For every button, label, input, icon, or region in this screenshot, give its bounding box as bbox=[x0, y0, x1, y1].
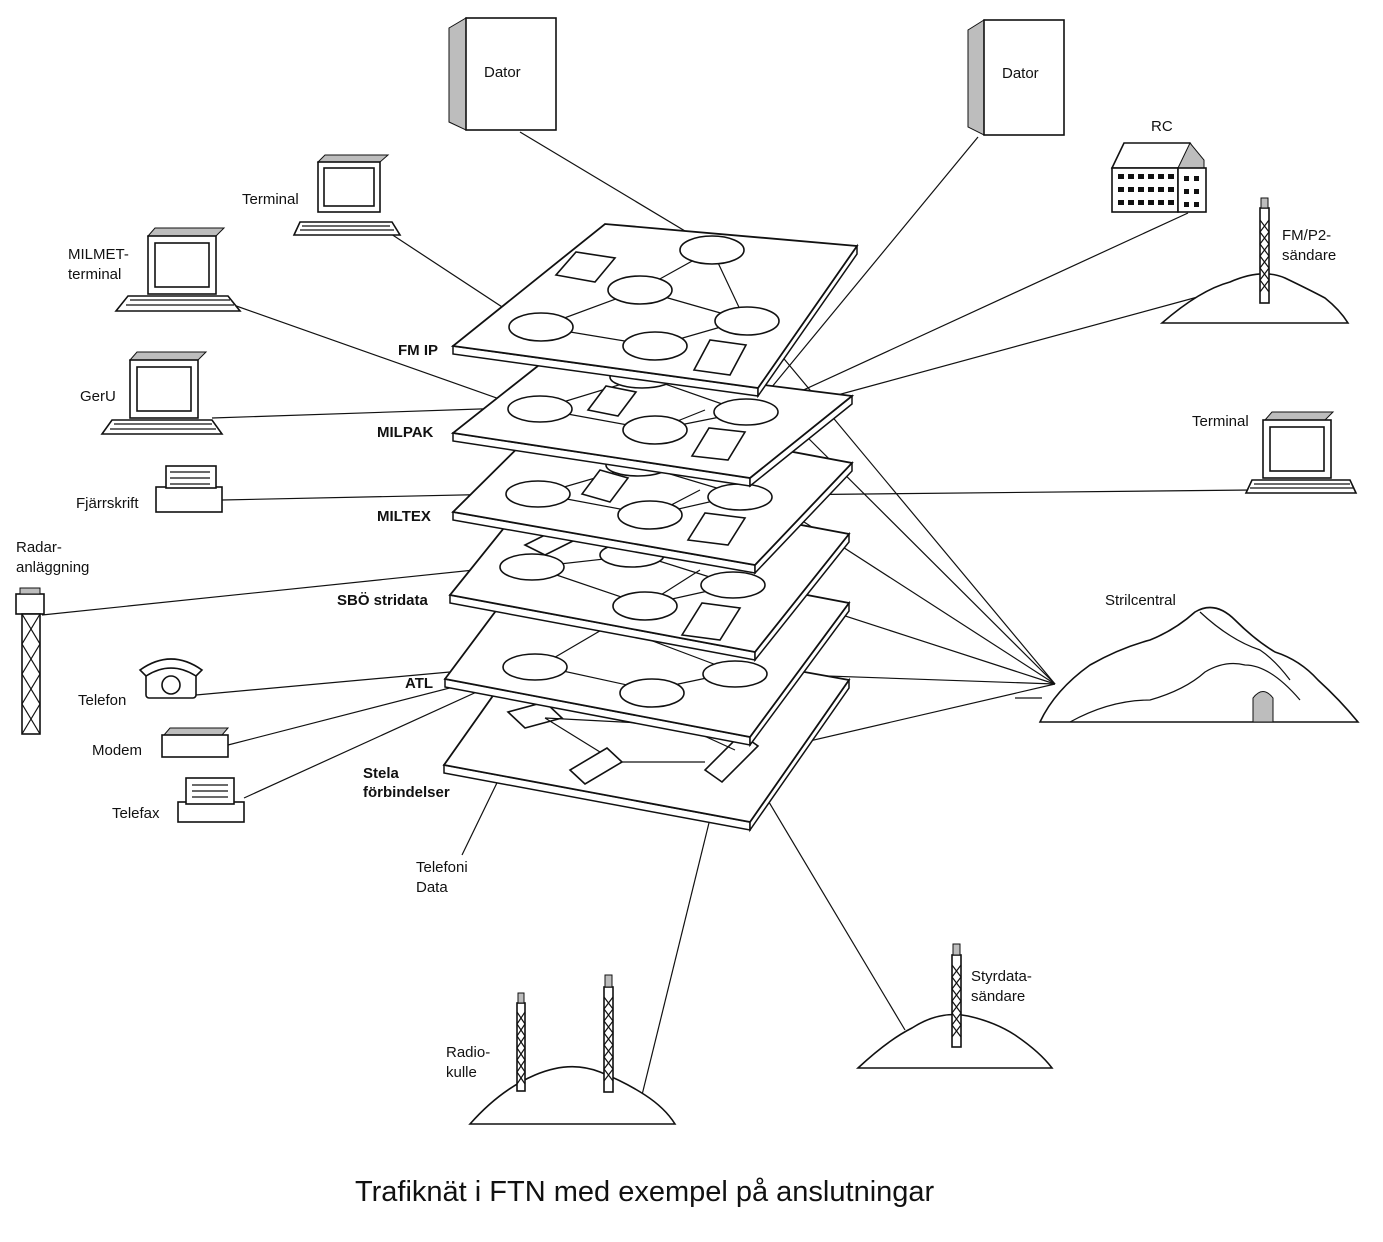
stela-node bbox=[506, 701, 564, 729]
milmet-label-2: terminal bbox=[68, 266, 121, 283]
line-milmet-milpak bbox=[224, 301, 526, 409]
fmip-node bbox=[607, 275, 673, 305]
radiokulle-icon bbox=[468, 974, 677, 1125]
styrdata-transmitter-icon bbox=[855, 943, 1054, 1069]
layer-label-stela-1: Stela bbox=[363, 765, 400, 782]
milpak-node bbox=[713, 398, 779, 426]
telefax-icon bbox=[177, 777, 245, 823]
dator-right-icon bbox=[967, 19, 1065, 136]
connection-lines bbox=[41, 131, 1253, 1096]
sbo-node bbox=[612, 591, 678, 621]
styrdata-label-1: Styrdata- bbox=[971, 968, 1032, 985]
modem-icon bbox=[161, 727, 230, 758]
fjarrskrift-label: Fjärrskrift bbox=[76, 495, 139, 512]
line-telefax-atl bbox=[243, 674, 515, 799]
geru-label: GerU bbox=[80, 388, 116, 405]
atl-node bbox=[502, 653, 568, 681]
line-radar-sbo bbox=[41, 566, 504, 616]
miltex-node bbox=[707, 483, 773, 511]
milmet-terminal-icon bbox=[114, 227, 242, 312]
miltex-node bbox=[505, 480, 571, 508]
line-stril-milpak bbox=[779, 409, 1056, 685]
layer-label-fmip: FM IP bbox=[398, 342, 438, 359]
line-stril-fmip bbox=[759, 329, 1056, 685]
fmip-node bbox=[714, 306, 780, 336]
layer-label-milpak: MILPAK bbox=[377, 424, 434, 441]
layer-fmip bbox=[450, 223, 859, 399]
sbo-node bbox=[680, 602, 742, 641]
miltex-node bbox=[686, 512, 747, 546]
line-fjarrskrift-miltex bbox=[221, 493, 509, 501]
fmip-node bbox=[622, 331, 688, 361]
terminal-right-label: Terminal bbox=[1192, 413, 1249, 430]
telefon-label: Telefon bbox=[78, 692, 126, 709]
line-dator-left-fmip bbox=[519, 131, 706, 244]
telefax-label: Telefax bbox=[112, 805, 160, 822]
atl-node bbox=[702, 660, 768, 688]
strilcentral-label: Strilcentral bbox=[1105, 592, 1176, 609]
strilcentral-icon bbox=[1015, 606, 1360, 723]
radar-label-2: anläggning bbox=[16, 559, 89, 576]
layer-label-sbo: SBÖ stridata bbox=[337, 592, 429, 609]
line-radiokulle-stela bbox=[641, 769, 723, 1096]
miltex-node bbox=[617, 500, 683, 530]
atl-node bbox=[619, 678, 685, 708]
milpak-node bbox=[622, 415, 688, 445]
radar-label-1: Radar- bbox=[16, 539, 62, 556]
sbo-node bbox=[700, 571, 766, 599]
fmip-node bbox=[692, 339, 748, 376]
fmip-node bbox=[679, 235, 745, 265]
dator-right-label: Dator bbox=[1002, 65, 1039, 82]
milpak-node bbox=[507, 395, 573, 423]
radiokulle-label-2: kulle bbox=[446, 1064, 477, 1081]
terminal-right-icon bbox=[1244, 411, 1358, 494]
layer-label-miltex: MILTEX bbox=[377, 508, 431, 525]
stela-node bbox=[703, 732, 760, 784]
modem-label: Modem bbox=[92, 742, 142, 759]
terminal-top-label: Terminal bbox=[242, 191, 299, 208]
line-fmp2-milpak bbox=[774, 294, 1206, 413]
layer-label-atl: ATL bbox=[405, 675, 433, 692]
styrdata-label-2: sändare bbox=[971, 988, 1025, 1005]
telefon-icon bbox=[138, 658, 204, 699]
fmp2-label-1: FM/P2- bbox=[1282, 227, 1331, 244]
radiokulle-label-1: Radio- bbox=[446, 1044, 490, 1061]
milpak-node bbox=[690, 427, 747, 461]
figure-caption: Trafiknät i FTN med exempel på anslutnin… bbox=[355, 1176, 935, 1208]
sbo-node bbox=[499, 553, 565, 581]
milpak-node bbox=[586, 385, 638, 417]
layer-label-stela-2: förbindelser bbox=[363, 784, 450, 801]
telefoni-label-2: Data bbox=[416, 879, 448, 896]
dator-left-icon bbox=[448, 17, 557, 131]
line-terminal-miltex bbox=[769, 489, 1253, 496]
miltex-node bbox=[580, 469, 630, 503]
fmp2-transmitter-icon bbox=[1159, 197, 1350, 324]
line-dator-right-milpak bbox=[756, 136, 979, 406]
telefoni-label-1: Telefoni bbox=[416, 859, 468, 876]
terminal-top-icon bbox=[292, 154, 402, 236]
dator-left-label: Dator bbox=[484, 64, 521, 81]
rc-building-icon bbox=[1110, 142, 1207, 213]
fmp2-label-2: sändare bbox=[1282, 247, 1336, 264]
fmip-node bbox=[508, 312, 574, 342]
geru-icon bbox=[100, 351, 224, 435]
milmet-label-1: MILMET- bbox=[68, 246, 129, 263]
fjarrskrift-icon bbox=[155, 465, 223, 513]
radar-icon bbox=[15, 587, 45, 735]
line-geru-milpak bbox=[211, 407, 511, 419]
line-styrdata-stela bbox=[744, 761, 906, 1031]
rc-label: RC bbox=[1151, 118, 1173, 135]
line-rc-milpak bbox=[759, 212, 1189, 411]
fmip-node bbox=[554, 251, 617, 283]
